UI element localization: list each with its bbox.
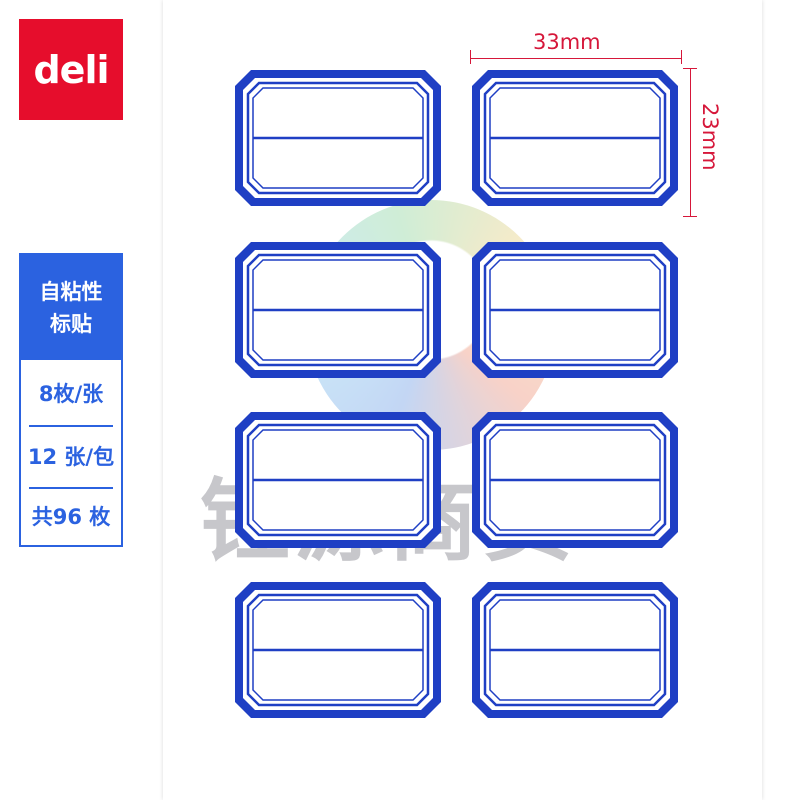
width-dimension-tick-right xyxy=(681,50,682,64)
sticker-label-7 xyxy=(233,580,443,720)
product-title-line1: 自粘性 xyxy=(39,279,103,304)
product-title-box: 自粘性 标贴 xyxy=(21,255,121,360)
brand-logo-text: deli xyxy=(33,47,109,92)
height-dimension-text: 23mm xyxy=(698,103,722,171)
brand-logo: deli xyxy=(19,19,123,120)
sticker-label-1 xyxy=(233,68,443,208)
product-info-panel: 自粘性 标贴 8枚/张 12 张/包 共96 枚 xyxy=(19,253,123,547)
divider xyxy=(29,487,113,489)
width-dimension-line xyxy=(470,58,682,59)
sheet-count-text: 8枚/张 xyxy=(38,382,104,406)
sticker-label-2 xyxy=(470,68,680,208)
height-dimension-tick-top xyxy=(683,68,697,69)
width-dimension-tick-left xyxy=(470,50,471,64)
height-dimension-tick-bottom xyxy=(683,216,697,217)
sticker-label-4 xyxy=(470,240,680,380)
height-dimension-line xyxy=(690,68,691,216)
sticker-label-3 xyxy=(233,240,443,380)
sticker-label-5 xyxy=(233,410,443,550)
sticker-label-8 xyxy=(470,580,680,720)
product-title-line2: 标贴 xyxy=(50,311,92,336)
sticker-label-6 xyxy=(470,410,680,550)
width-dimension-text: 33mm xyxy=(533,30,601,54)
total-count-text: 共96 枚 xyxy=(31,505,111,529)
divider xyxy=(29,425,113,427)
pack-count-text: 12 张/包 xyxy=(27,445,115,469)
